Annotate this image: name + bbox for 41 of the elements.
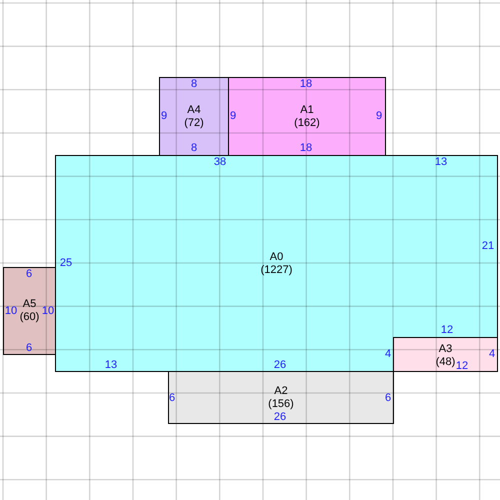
room-name: A1 <box>300 104 314 116</box>
room-area-value: (60) <box>20 311 40 324</box>
dimension-value: 6 <box>26 268 32 280</box>
dimension-value: 10 <box>4 305 18 317</box>
room-name: A3 <box>438 342 452 356</box>
room-area <box>55 155 498 372</box>
dimension-value: 8 <box>190 142 198 154</box>
dimension-value: 4 <box>384 348 392 360</box>
dimension-value: 21 <box>482 240 494 252</box>
room-area-value: (72) <box>184 116 204 130</box>
dimension-value: 8 <box>190 78 198 90</box>
room-area-value: (156) <box>268 398 294 410</box>
dimension-value: 13 <box>104 359 118 371</box>
dimension-value: 6 <box>168 392 176 404</box>
room-name: A0 <box>270 250 284 264</box>
dimension-value: 9 <box>160 110 168 122</box>
dimension-value: 13 <box>434 156 448 168</box>
dimension-value: 25 <box>60 257 72 269</box>
dimension-value: 12 <box>440 324 454 336</box>
room-name: A2 <box>274 384 288 398</box>
dimension-value: 6 <box>384 392 392 404</box>
dimension-value: 6 <box>26 342 32 354</box>
dimension-value: 12 <box>456 360 468 372</box>
room-area <box>168 371 394 424</box>
dimension-value: 18 <box>300 78 312 90</box>
room-name: A4 <box>187 104 201 116</box>
dimension-value: 18 <box>300 142 312 154</box>
dimension-value: 10 <box>42 305 54 317</box>
dimension-value: 26 <box>274 411 286 423</box>
dimension-value: 9 <box>376 110 382 122</box>
dimension-value: 38 <box>214 156 226 168</box>
room-area <box>3 267 56 355</box>
dimension-value: 26 <box>274 359 286 371</box>
room-area <box>228 77 386 156</box>
room-area <box>159 77 229 156</box>
room-area-value: (162) <box>294 116 320 130</box>
room-name: A5 <box>22 298 36 311</box>
dimension-value: 9 <box>230 110 236 122</box>
dimension-value: 4 <box>488 348 496 360</box>
room-area-value: (48) <box>436 356 456 368</box>
room-area-value: (1227) <box>260 264 292 276</box>
